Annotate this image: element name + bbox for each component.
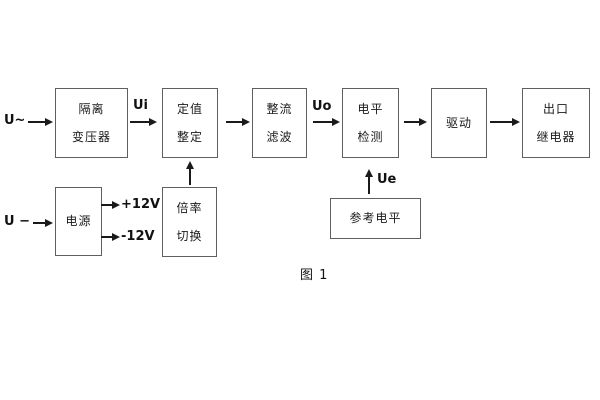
rail-pos-label: +12V <box>121 197 161 212</box>
block-output-relay-line2: 继电器 <box>536 129 576 144</box>
uo-signal-label: Uo <box>312 99 332 114</box>
block-level-detector-line1: 电平 <box>357 101 384 116</box>
block-output-relay-line1: 出口 <box>542 101 569 116</box>
block-ratio-switch: 倍率 切换 <box>162 187 217 257</box>
block-level-detector: 电平 检测 <box>342 88 399 158</box>
ui-signal-label: Ui <box>133 98 149 113</box>
rail-neg-label: -12V <box>121 229 155 244</box>
block-isolation-transformer-line2: 变压器 <box>71 129 111 144</box>
block-driver: 驱动 <box>431 88 487 158</box>
block-setting-line2: 整定 <box>176 129 203 144</box>
arrow-reference-to-level <box>365 169 372 194</box>
arrow-dc-input <box>33 219 53 226</box>
block-isolation-transformer-line1: 隔离 <box>78 101 105 116</box>
block-setting: 定值 整定 <box>162 88 218 158</box>
block-power-supply-label: 电源 <box>65 214 92 228</box>
arrow-level-to-driver <box>404 118 427 125</box>
block-isolation-transformer: 隔离 变压器 <box>55 88 128 158</box>
dc-input-label: U − <box>4 214 30 229</box>
ac-input-label: U~ <box>4 113 26 128</box>
block-rectifier-filter-line1: 整流 <box>266 101 293 116</box>
block-level-detector-line2: 检测 <box>357 129 384 144</box>
arrow-rail-pos <box>101 201 120 208</box>
block-rectifier-filter: 整流 滤波 <box>252 88 307 158</box>
block-driver-label: 驱动 <box>445 115 472 130</box>
arrow-rail-neg <box>101 233 120 240</box>
block-reference-level: 参考电平 <box>330 198 421 239</box>
arrow-setting-to-rectifier <box>226 118 250 125</box>
arrow-ratio-to-setting <box>186 161 193 185</box>
block-reference-level-label: 参考电平 <box>349 211 402 225</box>
arrow-ac-input <box>28 118 53 125</box>
arrow-transformer-to-setting <box>130 118 157 125</box>
block-rectifier-filter-line2: 滤波 <box>266 129 293 144</box>
arrow-rectifier-to-level <box>313 118 340 125</box>
block-ratio-switch-line1: 倍率 <box>176 200 203 215</box>
block-power-supply: 电源 <box>55 187 102 256</box>
arrow-driver-to-relay <box>490 118 520 125</box>
figure-caption: 图 1 <box>300 268 329 283</box>
block-ratio-switch-line2: 切换 <box>176 228 203 243</box>
block-setting-line1: 定值 <box>176 101 203 116</box>
ue-signal-label: Ue <box>377 172 397 187</box>
block-output-relay: 出口 继电器 <box>522 88 590 158</box>
